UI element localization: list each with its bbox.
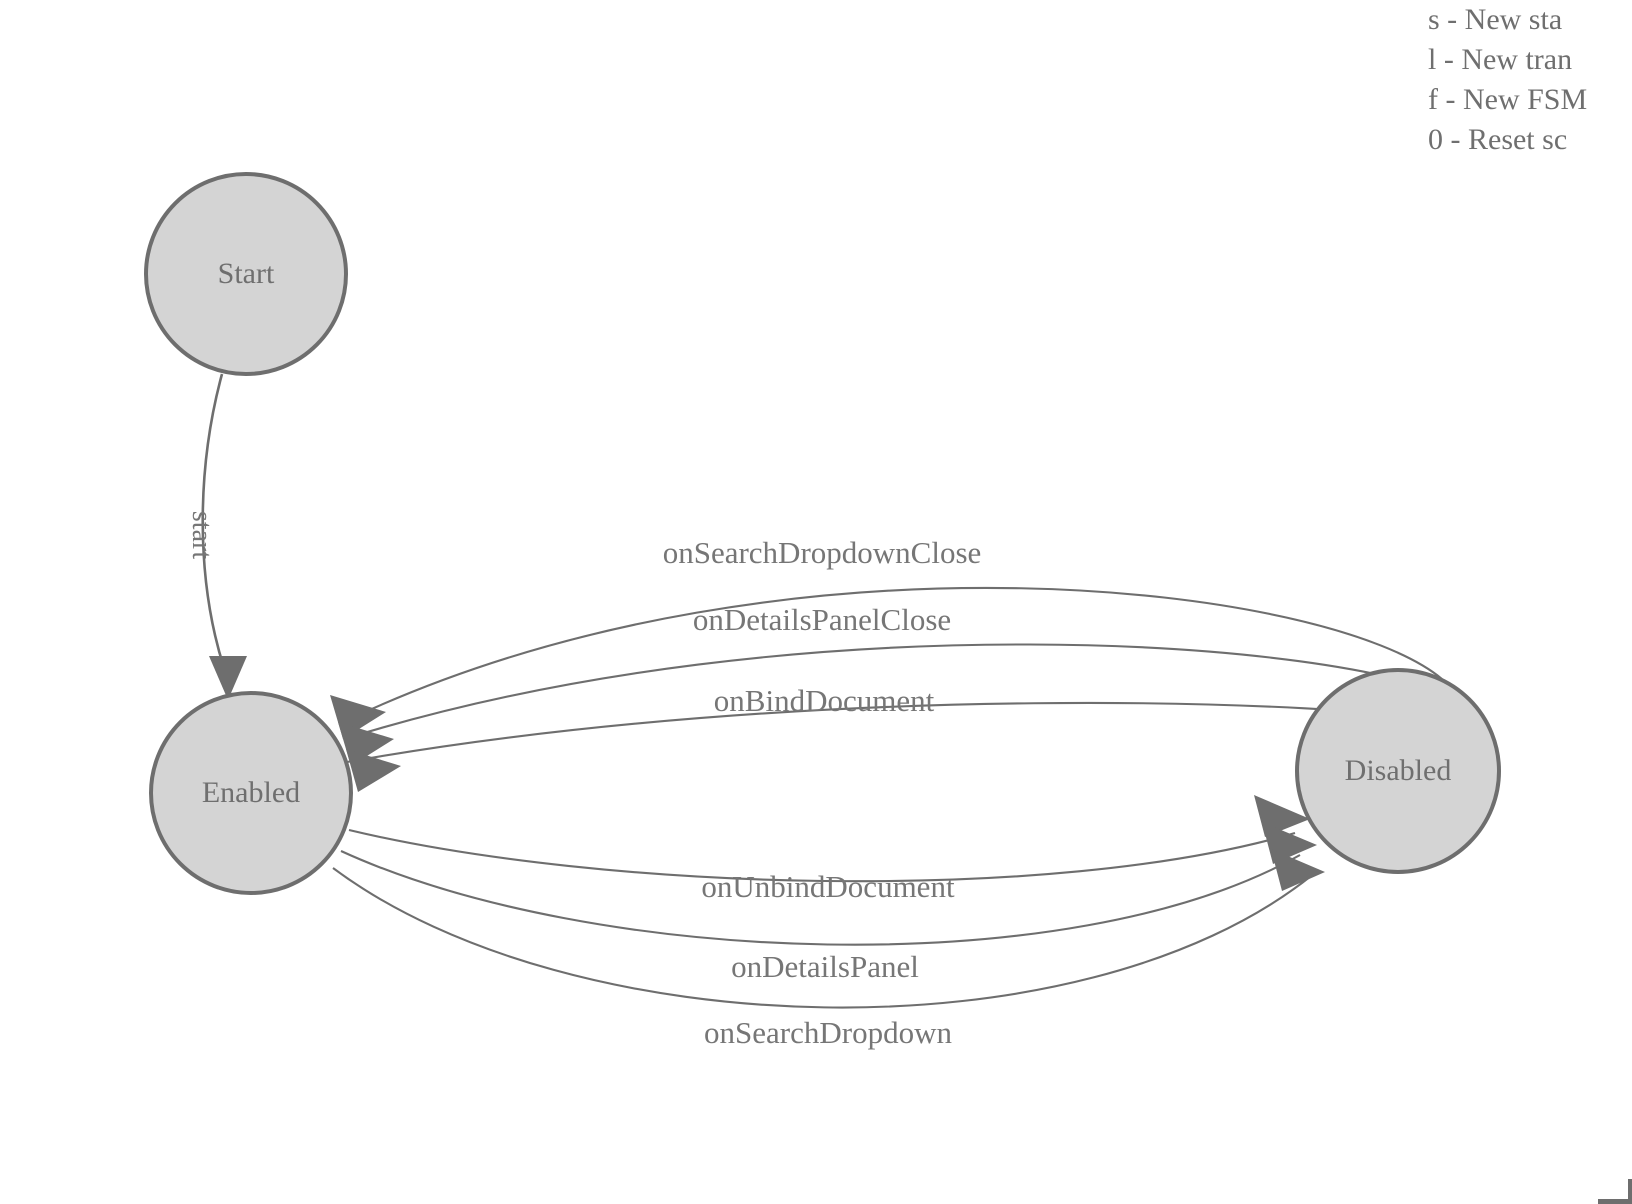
edge-label-on-search-dropdown: onSearchDropdown (704, 1015, 952, 1050)
node-enabled[interactable]: Enabled (149, 691, 353, 895)
edge-start[interactable] (201, 373, 226, 669)
node-start-label: Start (218, 257, 275, 290)
edge-label-on-details-panel-close: onDetailsPanelClose (693, 602, 951, 637)
edge-on-details-panel[interactable] (340, 850, 1301, 946)
resize-corner-vertical-bar (1628, 1179, 1632, 1204)
edge-label-on-details-panel: onDetailsPanel (731, 949, 919, 984)
edge-label-on-bind-document: onBindDocument (714, 683, 935, 718)
edge-label-on-search-dropdown-close: onSearchDropdownClose (663, 535, 982, 570)
arrowhead-into-disabled-3 (1271, 849, 1325, 891)
edge-group-enabled-to-disabled (332, 795, 1325, 1009)
edge-on-search-dropdown[interactable] (332, 867, 1312, 1009)
node-disabled-circle[interactable] (1295, 668, 1501, 874)
node-start[interactable]: Start (144, 172, 348, 376)
edge-label-on-unbind-document: onUnbindDocument (701, 869, 955, 904)
arrowhead-into-enabled-start (209, 656, 247, 700)
arrowhead-into-enabled-3 (346, 749, 401, 792)
node-disabled-label: Disabled (1345, 754, 1452, 787)
node-enabled-label: Enabled (202, 776, 300, 809)
edge-group-disabled-to-enabled (330, 586, 1471, 792)
resize-corner-horizontal-bar (1598, 1199, 1632, 1204)
edge-group-start-to-enabled (201, 373, 247, 700)
edge-on-search-dropdown-close[interactable] (364, 586, 1443, 713)
resize-corner-handle[interactable] (1590, 1178, 1632, 1204)
edge-on-unbind-document[interactable] (348, 828, 1296, 883)
node-disabled[interactable]: Disabled (1295, 668, 1501, 874)
node-enabled-circle[interactable] (149, 691, 353, 895)
node-start-circle[interactable] (144, 172, 348, 376)
edge-label-start: start (186, 511, 217, 559)
